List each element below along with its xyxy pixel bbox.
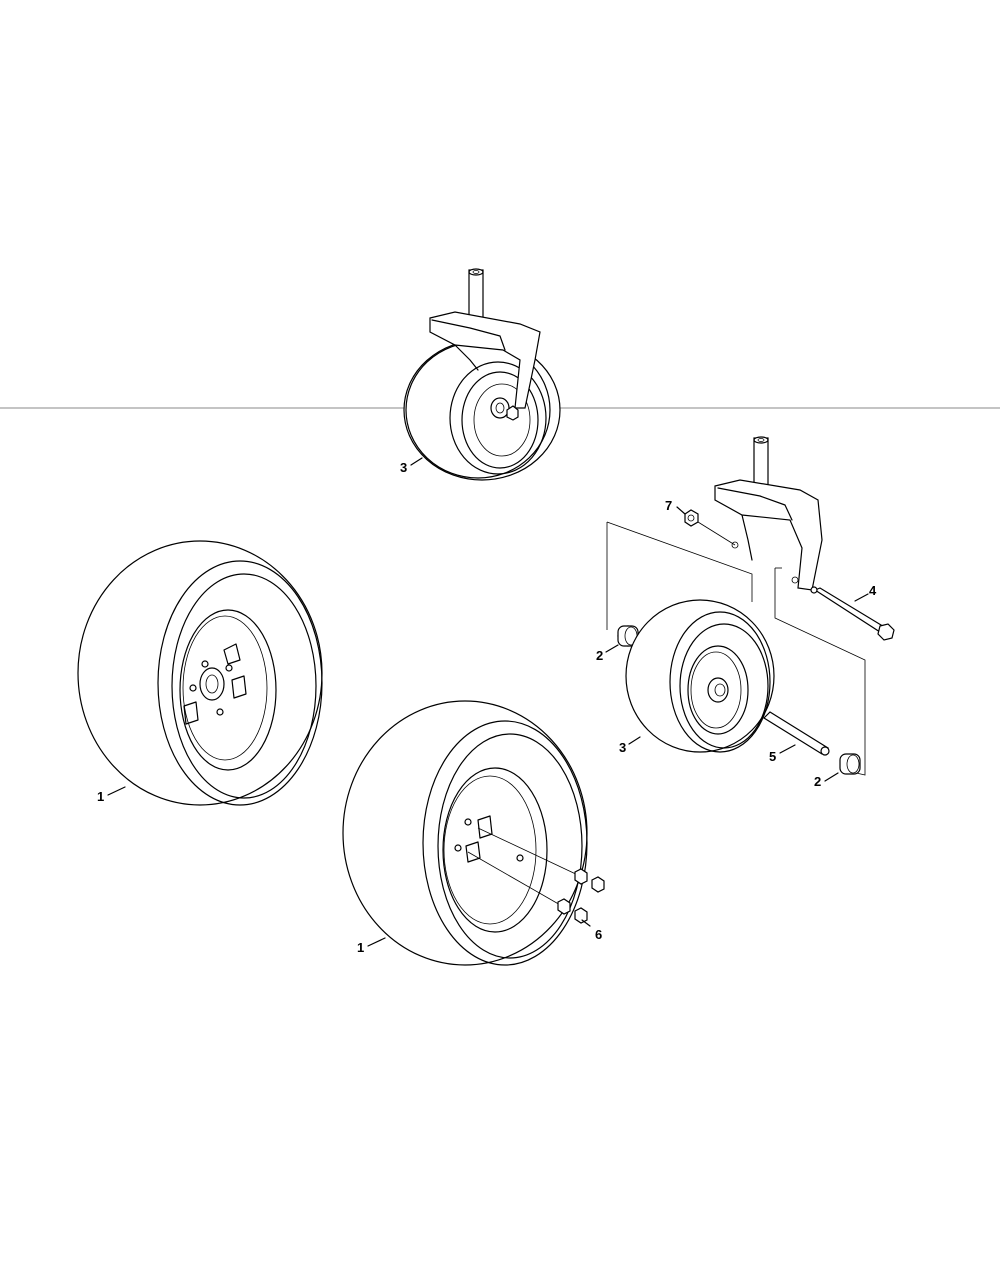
callout-3-right: 3 [619, 740, 626, 755]
callout-2-right: 2 [814, 774, 821, 789]
rear-wheel-left [77, 540, 323, 806]
callout-4: 4 [869, 583, 877, 598]
callout-5: 5 [769, 749, 776, 764]
caster-assembly-top [403, 268, 561, 481]
callout-7: 7 [665, 498, 672, 513]
lug-nuts [557, 868, 605, 924]
leader-lines [107, 457, 869, 947]
callout-3-top: 3 [400, 460, 407, 475]
callout-6: 6 [595, 927, 602, 942]
callout-2-left: 2 [596, 648, 603, 663]
rear-wheel-center [342, 700, 588, 966]
caster-assembly-exploded [606, 436, 895, 776]
callout-1-center: 1 [357, 940, 364, 955]
callout-1-left: 1 [97, 789, 104, 804]
